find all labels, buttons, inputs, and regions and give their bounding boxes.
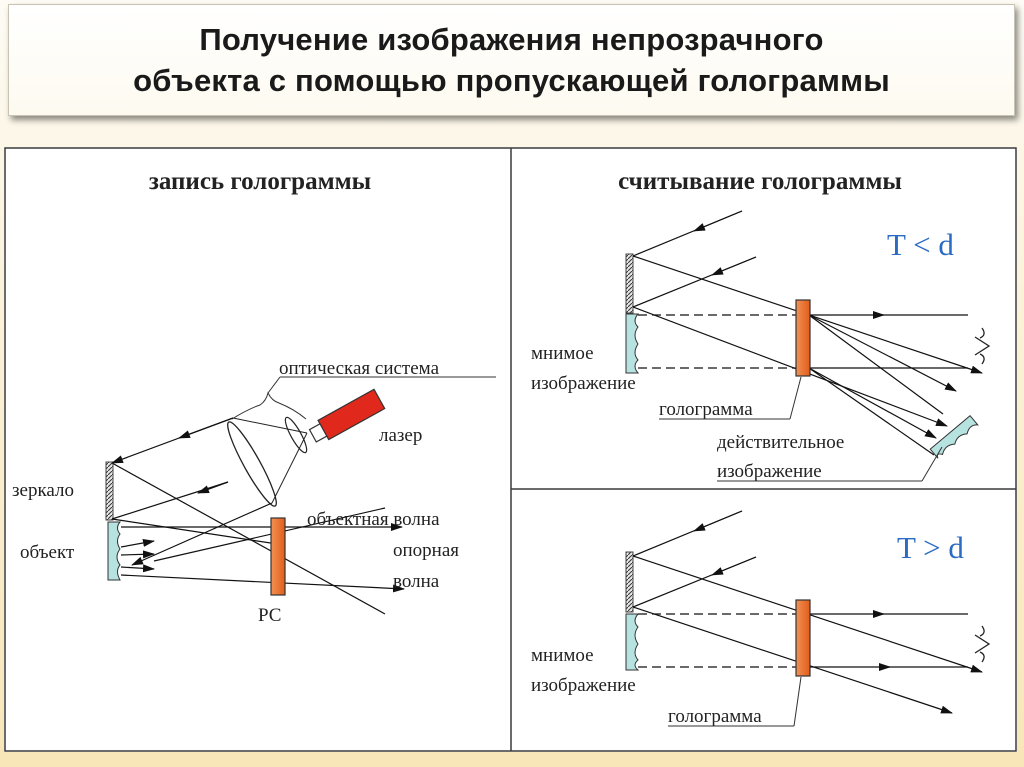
laser-body	[317, 388, 386, 441]
photo-plate	[270, 517, 286, 596]
beam-expander-ray	[232, 417, 308, 434]
reference-beam	[111, 462, 386, 615]
hologram-label-top: голограмма	[659, 399, 753, 420]
title-box: Получение изображения непрозрачного объе…	[8, 4, 1015, 116]
reference-wave-label-2: волна	[393, 571, 440, 592]
real-label-1: действительное	[717, 432, 844, 453]
beam-arrow	[197, 481, 229, 494]
object-scatter-ray	[120, 564, 155, 573]
beam-arrow	[711, 556, 757, 576]
eye-icon	[974, 327, 991, 365]
virtual-label-2: изображение	[531, 373, 636, 394]
beam-arrow	[693, 210, 743, 232]
object-diag-ray	[153, 507, 386, 562]
page-title: Получение изображения непрозрачного объе…	[133, 19, 890, 101]
eye-icon	[974, 625, 991, 663]
reference-beam-top	[632, 306, 948, 427]
virtual-label-bottom-2: изображение	[531, 675, 636, 696]
object-label: объект	[20, 542, 75, 563]
plate-label: РС	[258, 605, 281, 626]
recording-heading: запись голограммы	[149, 168, 371, 195]
beam-expander-ray	[271, 432, 308, 504]
object-scatter-ray	[120, 550, 155, 559]
virtual-label-1: мнимое	[531, 343, 594, 364]
beam-arrow	[711, 256, 757, 276]
optical-system-label: оптическая система	[279, 358, 440, 379]
condition-bottom: T > d	[897, 530, 964, 565]
hologram-leader-bottom	[793, 676, 802, 727]
real-label-2: изображение	[717, 461, 822, 482]
object-wave-label: объектная волна	[307, 509, 440, 530]
mirror-bottom	[625, 551, 634, 613]
reference-beam-bottom	[632, 606, 953, 714]
diagram-panel: запись голограммы оптическая система лаз…	[4, 147, 1017, 752]
laser-nozzle	[308, 423, 328, 443]
beam-arrow	[178, 417, 234, 439]
transmitted-ray	[808, 314, 957, 392]
transmitted-ray	[808, 367, 937, 439]
real-image-ray	[808, 314, 944, 415]
title-line-1: Получение изображения непрозрачного	[199, 22, 824, 57]
lens-large	[227, 421, 277, 507]
laser	[308, 388, 386, 443]
reference-wave-label-1: опорная	[393, 540, 459, 561]
title-line-2: объекта с помощью пропускающей голограмм…	[133, 63, 890, 98]
reflected-beam	[111, 518, 285, 548]
laser-label: лазер	[379, 425, 422, 446]
mirror-label: зеркало	[12, 480, 74, 501]
optical-system-brace	[231, 391, 307, 420]
hologram-plate-bottom	[795, 599, 811, 677]
hologram-diagram: запись голограммы оптическая система лаз…	[4, 147, 1017, 752]
optical-system-leader	[267, 376, 281, 394]
reflected-beam-up	[111, 481, 229, 520]
real-image-leader	[921, 446, 943, 482]
mirror-top	[625, 253, 634, 314]
beam-arrow	[693, 510, 743, 532]
real-image-ray	[808, 367, 935, 456]
hologram-plate-top	[795, 299, 811, 377]
mirror	[105, 461, 114, 521]
readout-heading: считывание голограммы	[618, 168, 902, 195]
beam-to-object	[131, 502, 273, 566]
virtual-label-bottom-1: мнимое	[531, 645, 594, 666]
virtual-image-bottom	[625, 613, 640, 671]
object-scatter-ray	[120, 539, 155, 548]
hologram-leader-top	[789, 376, 802, 420]
hologram-label-bottom: голограмма	[668, 706, 762, 727]
virtual-image-top	[625, 313, 640, 374]
object-shape	[107, 521, 122, 581]
reference-wave-ray	[120, 574, 405, 593]
condition-top: T < d	[887, 227, 954, 262]
